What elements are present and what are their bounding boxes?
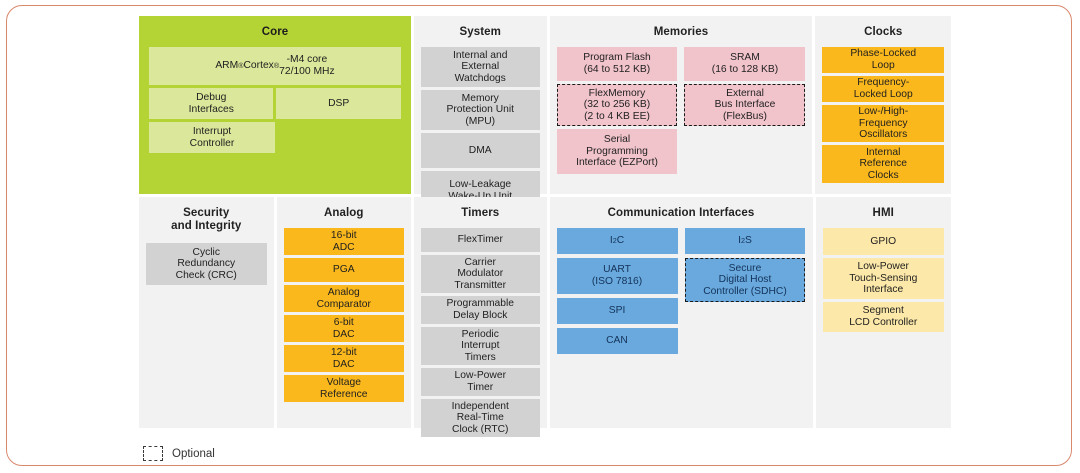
section-system-title: System bbox=[459, 26, 501, 38]
section-hmi-title: HMI bbox=[872, 207, 894, 219]
section-core-title: Core bbox=[261, 26, 289, 38]
block-can[interactable]: CAN bbox=[556, 328, 678, 354]
block-pga[interactable]: PGA bbox=[283, 258, 404, 282]
legend: Optional bbox=[143, 446, 215, 461]
section-memories: Memories Program Flash(64 to 512 KB) Fle… bbox=[549, 16, 813, 194]
section-analog-title: Analog bbox=[323, 207, 364, 219]
block-frequency-locked-loop[interactable]: Frequency-Locked Loop bbox=[822, 76, 944, 102]
optional-swatch-icon bbox=[143, 446, 163, 461]
block-program-flash[interactable]: Program Flash(64 to 512 KB) bbox=[556, 47, 678, 81]
block-spi[interactable]: SPI bbox=[556, 298, 678, 324]
section-memories-title: Memories bbox=[653, 26, 709, 38]
block-uart-iso-7816[interactable]: UART(ISO 7816) bbox=[556, 258, 678, 294]
legend-optional-label: Optional bbox=[172, 447, 215, 460]
block-flexmemory[interactable]: FlexMemory(32 to 256 KB)(2 to 4 KB EE) bbox=[556, 84, 678, 126]
block-dsp[interactable]: DSP bbox=[276, 88, 401, 119]
block-gpio[interactable]: GPIO bbox=[822, 228, 944, 255]
block-sram[interactable]: SRAM(16 to 128 KB) bbox=[684, 47, 806, 81]
section-clocks-title: Clocks bbox=[864, 26, 903, 38]
block-flextimer[interactable]: FlexTimer bbox=[421, 228, 540, 252]
memories-left-column: Program Flash(64 to 512 KB) FlexMemory(3… bbox=[556, 47, 678, 174]
section-communication-title: Communication Interfaces bbox=[607, 207, 755, 219]
memories-columns: Program Flash(64 to 512 KB) FlexMemory(3… bbox=[556, 47, 806, 174]
section-timers-title: Timers bbox=[461, 207, 500, 219]
block-dma[interactable]: DMA bbox=[420, 133, 540, 168]
